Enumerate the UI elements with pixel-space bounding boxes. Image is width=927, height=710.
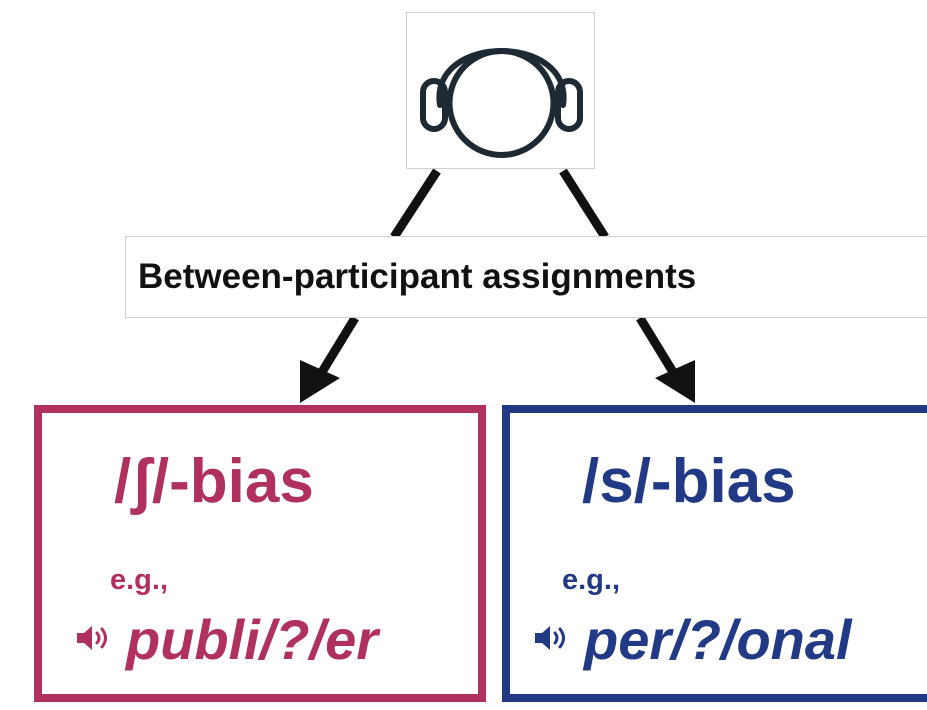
assignment-label: Between-participant assignments (125, 236, 927, 318)
example-word-row: publi/?/er (74, 608, 378, 672)
headphones-icon (420, 48, 583, 158)
arrow-head-left (300, 360, 340, 403)
condition-sh-bias: /ʃ/-bias e.g., publi/?/er (34, 405, 486, 702)
arrow-line-left (318, 315, 359, 375)
condition-title: /s/-bias (582, 447, 796, 516)
condition-eg-label: e.g., (110, 564, 169, 596)
example-word: publi/?/er (126, 608, 378, 671)
headphones-box (406, 12, 595, 169)
example-word: per/?/onal (584, 608, 852, 671)
arrow-head-right (655, 360, 695, 403)
arrow-line-right (636, 315, 677, 375)
speaker-icon[interactable] (532, 622, 572, 659)
connector-line-right-top (559, 168, 609, 240)
speaker-icon[interactable] (74, 622, 114, 659)
example-word-row: per/?/onal (532, 608, 852, 672)
condition-title: /ʃ/-bias (114, 447, 314, 516)
connector-line-left-top (390, 168, 441, 240)
condition-s-bias: /s/-bias e.g., per/?/onal (502, 405, 927, 702)
condition-eg-label: e.g., (562, 564, 621, 596)
